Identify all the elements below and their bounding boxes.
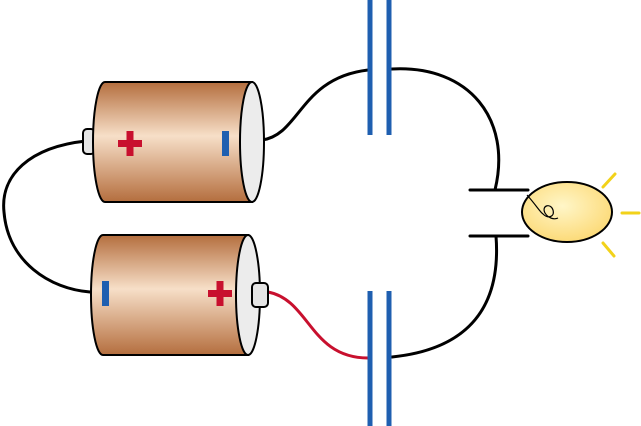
wire-left-loop: [2, 139, 92, 294]
bulb-filament: [526, 194, 559, 220]
wire-upper-capacitor-to-bulb: [390, 67, 501, 192]
wire-red: [267, 290, 369, 360]
capacitor-lower: [367, 291, 392, 426]
battery-upper-body: [92, 81, 253, 203]
wire-bulb-to-lower-capacitor: [390, 234, 499, 359]
bulb-glass: [521, 181, 613, 243]
battery-lower: [90, 234, 269, 356]
battery-upper-end-cap: [239, 81, 265, 203]
wire-battery-to-upper-capacitor: [260, 68, 370, 142]
battery-lower-nub: [251, 282, 269, 308]
light-ray-lower: [601, 241, 616, 258]
wires: [2, 67, 530, 359]
battery-upper-positive-icon: [118, 131, 142, 156]
light-ray-upper: [601, 172, 617, 189]
capacitor-upper: [367, 0, 392, 135]
battery-lower-negative-icon: [102, 281, 109, 306]
battery-lower-body: [90, 234, 249, 356]
battery-upper-negative-icon: [222, 131, 229, 156]
battery-lower-positive-icon: [208, 281, 232, 306]
light-bulb: [521, 181, 613, 243]
battery-upper: [82, 81, 265, 203]
light-rays: [601, 172, 641, 258]
